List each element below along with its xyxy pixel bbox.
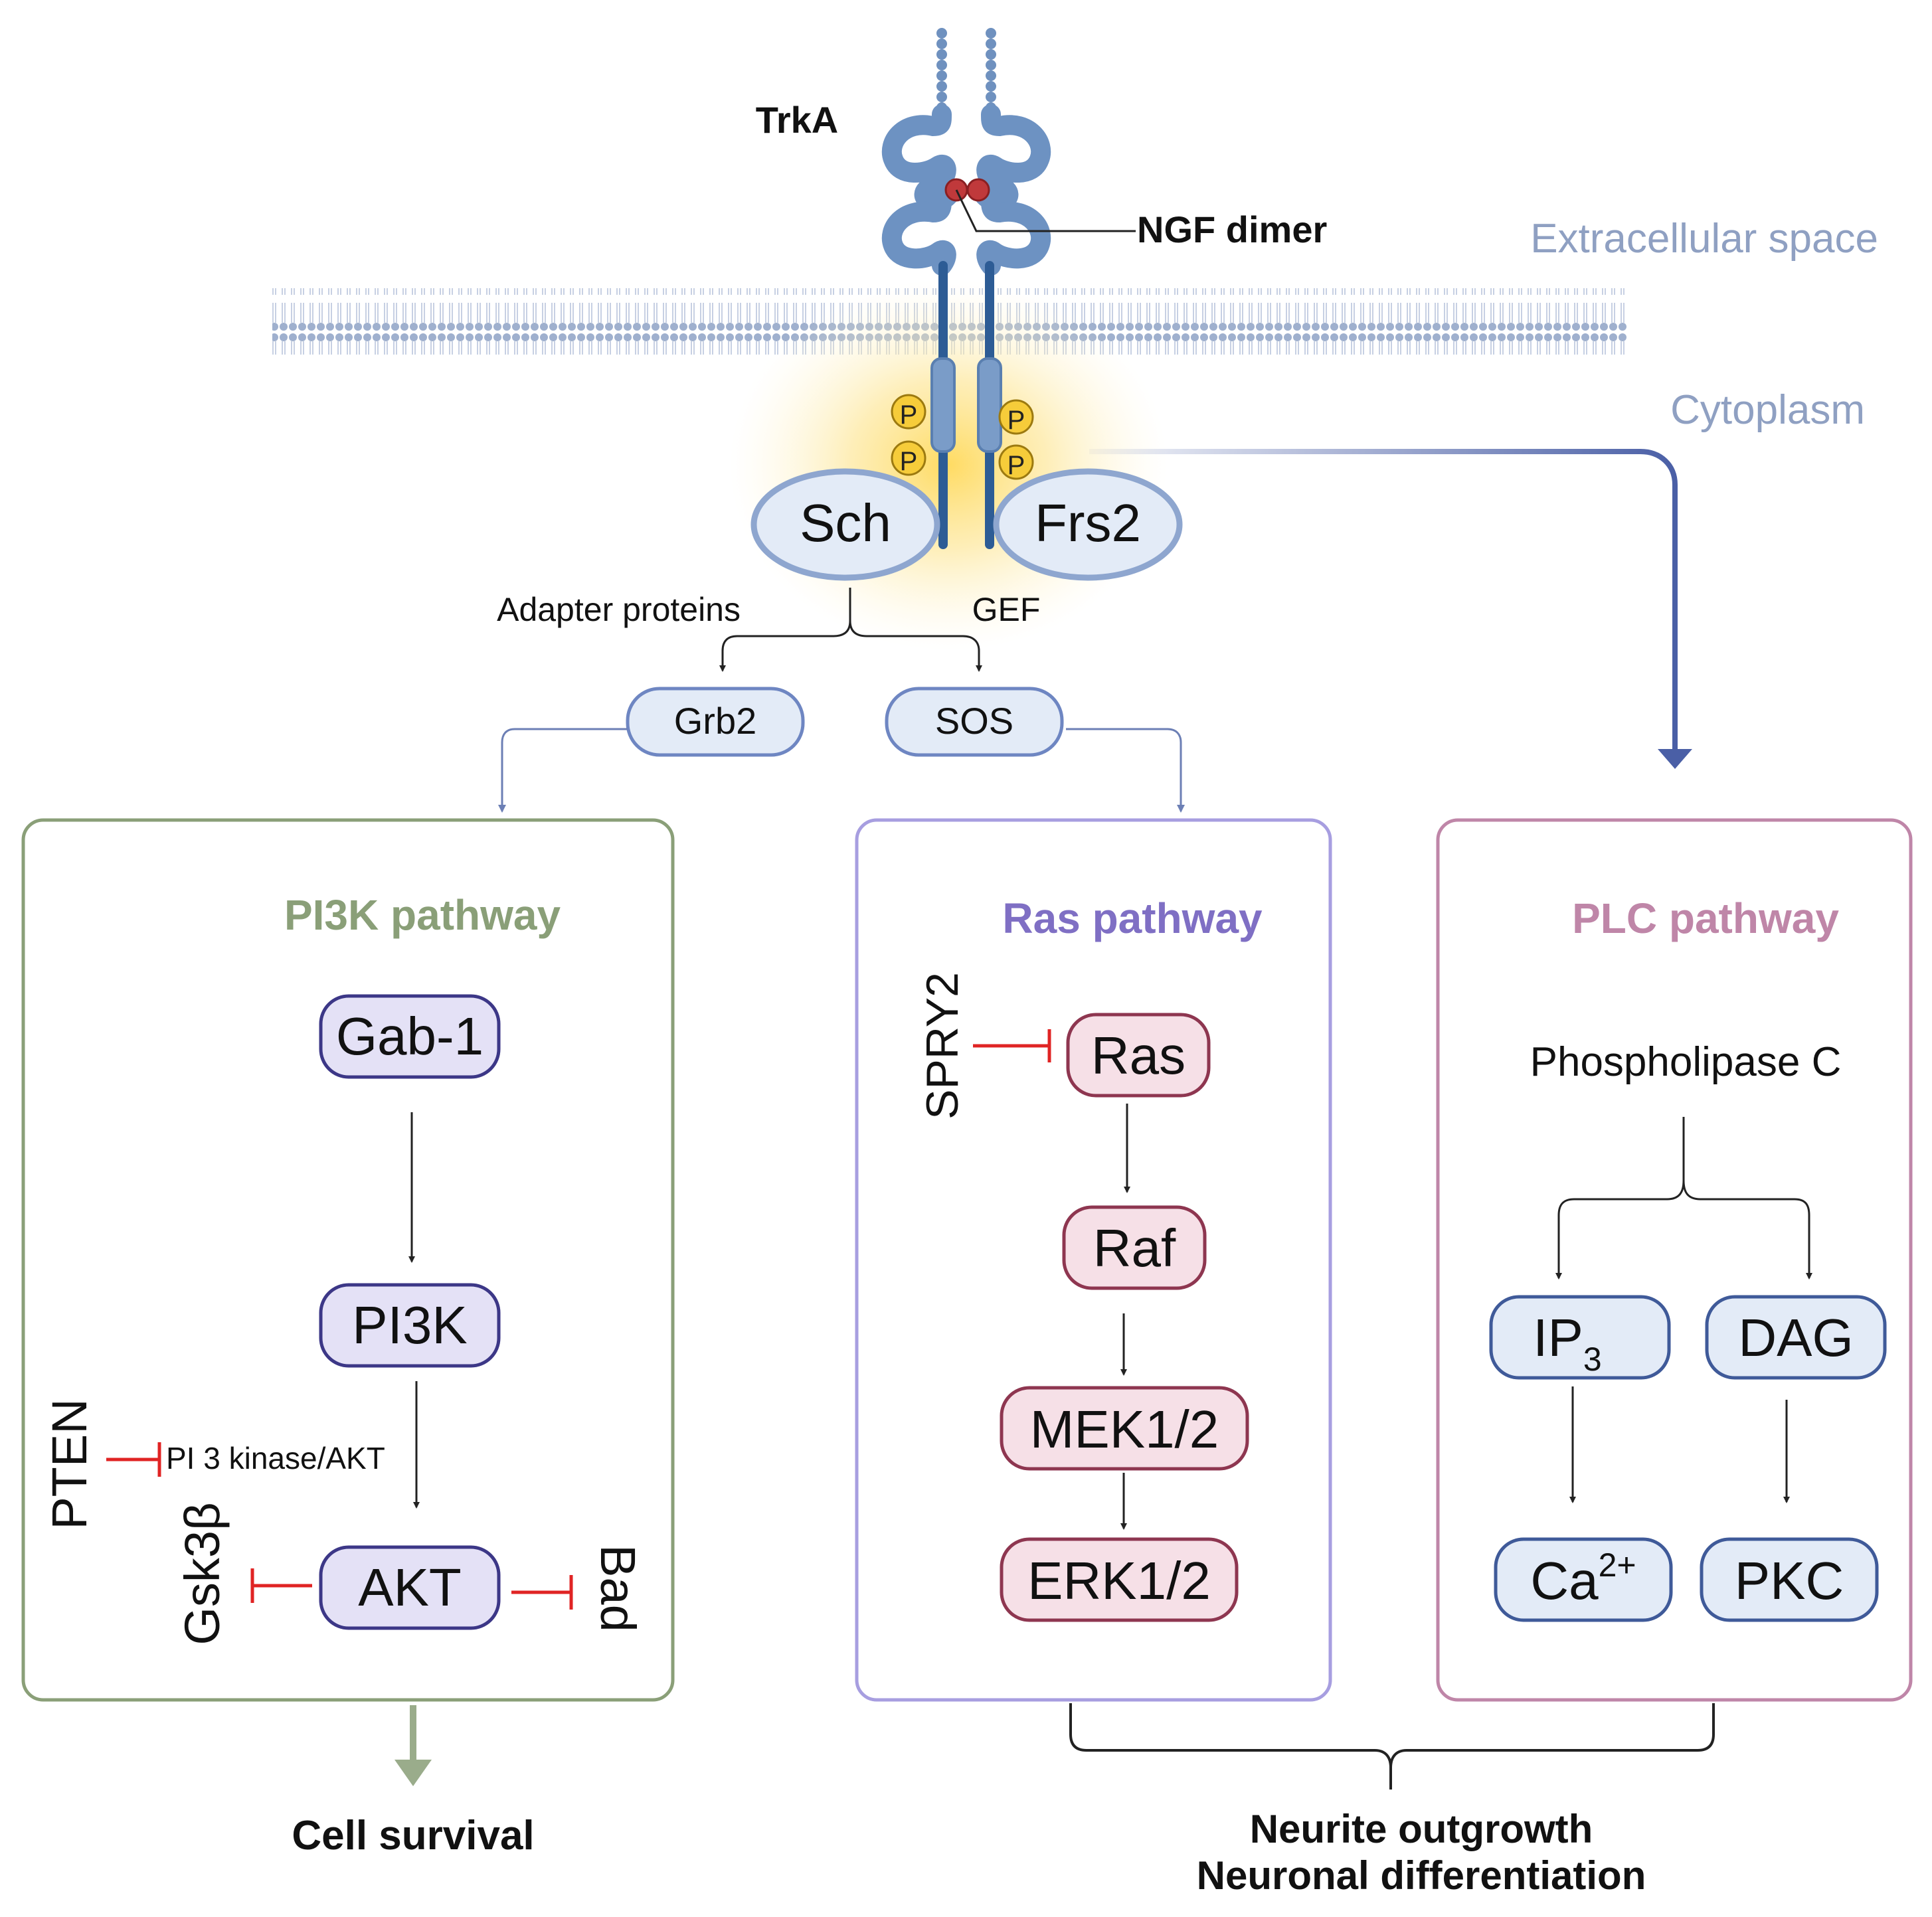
extracellular-label: Extracellular space [1530, 216, 1878, 262]
spry2-label: SPRY2 [917, 972, 968, 1120]
activation-glow [729, 279, 1168, 651]
bad-label: Bad [590, 1544, 646, 1632]
gab1-label: Gab-1 [336, 1007, 483, 1066]
grb2-to-pi3k-connector [498, 728, 628, 813]
pi3k-node [319, 1283, 501, 1368]
cytoplasm-label: Cytoplasm [1670, 387, 1865, 433]
ngf-monomer-icon [966, 178, 990, 202]
ngf-callout-line [955, 189, 1136, 232]
svg-text:P: P [900, 400, 918, 430]
pkc-label: PKC [1735, 1551, 1844, 1610]
pi3k-label: PI3K [352, 1295, 467, 1355]
grb2-label: Grb2 [674, 700, 757, 742]
gab1-node [319, 994, 501, 1079]
outcome-bracket [1069, 1703, 1715, 1790]
grb2-node [626, 687, 805, 757]
trka-label: TrkA [756, 99, 839, 141]
branch-bracket [849, 620, 982, 672]
sos-node [885, 687, 1064, 757]
dag-node [1705, 1295, 1887, 1380]
akt-label: AKT [358, 1558, 462, 1617]
ras-label: Ras [1091, 1026, 1186, 1085]
pi3k-panel [21, 818, 675, 1702]
ip3-label: IP3 [1533, 1308, 1601, 1378]
neurite-outgrowth-label: Neurite outgrowth [1250, 1807, 1593, 1851]
ras-title: Ras pathway [1002, 894, 1263, 942]
erk-label: ERK1/2 [1027, 1551, 1211, 1610]
sos-to-ras-connector [1066, 728, 1185, 813]
neuronal-differentiation-label: Neuronal differentiation [1197, 1853, 1646, 1898]
gsk3b-label: Gsk3β [175, 1502, 230, 1645]
ip3-node [1489, 1295, 1671, 1380]
trka-receptor [881, 28, 1051, 549]
raf-node [1062, 1205, 1207, 1290]
frs2-node [993, 468, 1183, 581]
svg-text:P: P [1008, 406, 1025, 435]
pkc-node [1700, 1537, 1879, 1622]
plc-branch-bracket [1682, 1180, 1812, 1280]
ngf-dimer-label: NGF dimer [1137, 208, 1327, 250]
cell-survival-label: Cell survival [292, 1813, 534, 1859]
ca-node [1494, 1537, 1673, 1622]
branch-bracket [719, 588, 851, 672]
ca-label: Ca2+ [1530, 1546, 1636, 1610]
sch-node [750, 468, 940, 581]
sos-label: SOS [935, 700, 1013, 742]
svg-text:P: P [900, 447, 918, 476]
svg-text:P: P [1008, 451, 1025, 480]
gef-label: GEF [972, 591, 1041, 628]
phospholipase-c-label: Phospholipase C [1530, 1039, 1842, 1085]
erk-node [1000, 1537, 1239, 1622]
sch-label: Sch [800, 493, 891, 552]
pi3-akt-label: PI 3 kinase/AKT [166, 1441, 385, 1475]
raf-label: Raf [1093, 1218, 1176, 1278]
frs2-label: Frs2 [1035, 493, 1141, 552]
survival-arrowhead [395, 1760, 432, 1786]
pi3k-title: PI3K pathway [284, 891, 561, 939]
phosphate-groups: P P P P [891, 394, 1034, 480]
plc-panel [1436, 818, 1913, 1702]
plc-arrowhead [1658, 749, 1692, 769]
adapter-proteins-label: Adapter proteins [497, 591, 741, 628]
pten-label: PTEN [42, 1398, 97, 1529]
akt-node [319, 1545, 501, 1630]
mek-node [1000, 1386, 1249, 1471]
plc-title: PLC pathway [1572, 894, 1839, 942]
ras-node [1066, 1013, 1211, 1098]
dag-label: DAG [1738, 1308, 1853, 1367]
mek-label: MEK1/2 [1030, 1400, 1219, 1459]
frs2-to-plc-arrow [1089, 449, 1678, 750]
plc-branch-bracket [1555, 1117, 1685, 1280]
